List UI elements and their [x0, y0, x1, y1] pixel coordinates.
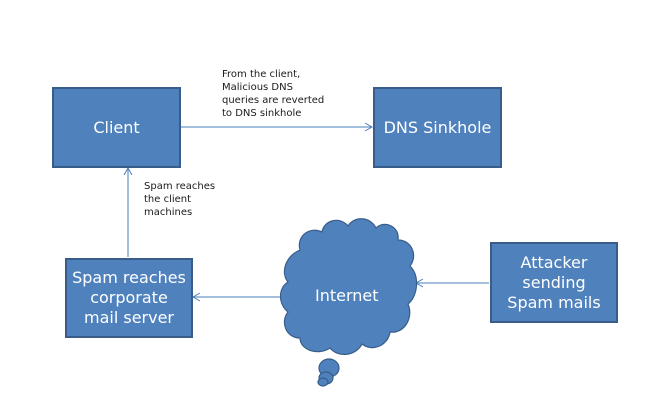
attacker-node: Attacker sending Spam mails [490, 242, 618, 323]
arrow-attacker-to-internet [414, 278, 489, 288]
internet-cloud-icon [279, 218, 418, 387]
dns-sinkhole-node: DNS Sinkhole [373, 87, 502, 168]
mail-server-label: Spam reaches corporate mail server [72, 268, 186, 327]
attacker-label: Attacker sending Spam mails [507, 252, 601, 312]
arrow-internet-to-mail [191, 292, 284, 302]
internet-label: Internet [315, 286, 379, 305]
dns-sinkhole-label: DNS Sinkhole [383, 117, 492, 137]
client-node: Client [52, 87, 181, 168]
edge-label-client-to-sinkhole: From the client, Malicious DNS queries a… [222, 69, 325, 119]
edge-label-mail-to-client: Spam reaches the client machines [144, 181, 216, 218]
client-label: Client [93, 117, 140, 137]
arrow-client-to-sinkhole [180, 122, 374, 132]
arrow-mail-to-client [123, 166, 133, 257]
mail-server-node: Spam reaches corporate mail server [65, 258, 193, 338]
